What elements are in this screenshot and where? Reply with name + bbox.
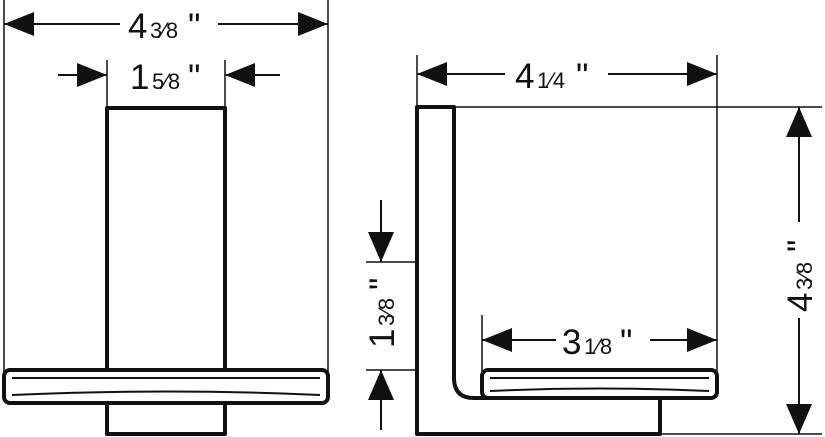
side-clearance-whole: 1	[363, 329, 402, 348]
arrow-up-icon	[786, 107, 812, 137]
arrow-right-icon	[77, 63, 107, 87]
arrow-right-icon	[687, 62, 717, 86]
arrow-right-icon	[687, 328, 717, 352]
front-shelf-detail	[11, 377, 321, 396]
front-stem-width-unit: "	[188, 58, 200, 97]
side-clearance-unit: "	[363, 278, 402, 290]
front-view: 4 3⁄8 " 1 5⁄8 "	[2, 0, 330, 436]
front-stem	[105, 106, 227, 374]
side-depth-fraction: 1⁄4	[537, 68, 565, 93]
side-bracket	[415, 105, 662, 436]
front-total-width-whole: 4	[128, 7, 147, 46]
side-height-fraction: 3⁄8	[792, 262, 817, 290]
arrow-down-icon	[786, 404, 812, 434]
front-total-width-fraction: 3⁄8	[150, 18, 178, 43]
side-clearance-dimension: 1 3⁄8 "	[363, 200, 402, 430]
side-shelf-depth-fraction: 1⁄8	[584, 334, 612, 359]
arrow-left-icon	[417, 62, 447, 86]
arrow-left-icon	[225, 63, 255, 87]
front-stem-width-dimension: 1 5⁄8 "	[58, 58, 280, 97]
side-depth-whole: 4	[515, 57, 534, 96]
side-depth-unit: "	[576, 57, 588, 96]
side-shelf	[480, 368, 719, 400]
side-shelf-depth-unit: "	[620, 323, 632, 362]
arrow-left-icon	[4, 12, 34, 36]
side-height-unit: "	[781, 240, 820, 252]
front-mount-block	[105, 400, 227, 436]
front-total-width-unit: "	[188, 7, 200, 46]
arrow-down-icon	[368, 232, 394, 262]
front-stem-width-fraction: 5⁄8	[152, 69, 180, 94]
arrow-up-icon	[368, 370, 394, 400]
arrow-left-icon	[482, 328, 512, 352]
side-shelf-depth-dimension: 3 1⁄8 "	[482, 323, 717, 362]
side-height-dimension: 4 3⁄8 "	[781, 107, 820, 434]
side-shelf-depth-whole: 3	[562, 323, 581, 362]
side-view: 4 1⁄4 " 3 1⁄8 " 4 3⁄8 "	[363, 55, 822, 436]
front-stem-width-whole: 1	[130, 58, 149, 97]
side-depth-dimension: 4 1⁄4 "	[417, 57, 717, 96]
arrow-right-icon	[298, 12, 328, 36]
side-height-whole: 4	[781, 293, 820, 312]
front-shelf	[2, 368, 330, 405]
side-clearance-fraction: 3⁄8	[374, 298, 399, 326]
front-total-width-dimension: 4 3⁄8 "	[4, 7, 328, 46]
side-shelf-detail	[489, 377, 710, 392]
